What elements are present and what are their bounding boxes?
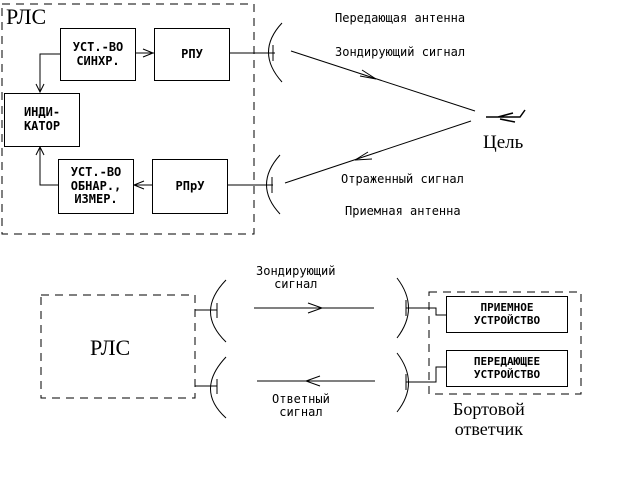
tx-antenna-label: Передающая антенна [335, 11, 466, 25]
arrow-head [359, 69, 377, 80]
tx-antenna-dish [268, 22, 283, 83]
detector-block: УСТ.-ВО ОБНАР., ИЗМЕР. [58, 159, 134, 214]
rx-antenna-dish-bottom [210, 356, 227, 419]
radar-boundary-bottom [40, 294, 196, 399]
radar-boundary-top [1, 3, 255, 235]
detector-to-indicator-line [39, 147, 60, 186]
rx-antenna-label: Приемная антенна [345, 204, 461, 218]
sync-block: УСТ.-ВО СИНХР. [60, 28, 136, 81]
tx-antenna-dish-bottom [210, 279, 227, 343]
transponder-boundary [428, 291, 582, 395]
receiver-block: РПрУ [152, 159, 228, 214]
arrow-head [354, 151, 373, 161]
arrow-head [35, 83, 45, 94]
sync-to-indicator-line [39, 53, 60, 92]
arrow-head [307, 302, 324, 314]
target-aircraft-icon [486, 109, 526, 123]
radar-label-top: РЛС [6, 4, 47, 29]
reflected-signal-line [284, 120, 472, 184]
probe-signal-label-bottom: Зондирующий сигнал [256, 264, 336, 292]
transponder-receiver-block: ПРИЕМНОЕ УСТРОЙСТВО [446, 296, 568, 333]
target-label: Цель [483, 132, 524, 153]
reflected-signal-label: Отраженный сигнал [341, 172, 464, 186]
rx-antenna-dish [266, 154, 281, 215]
radar-label-bottom: РЛС [90, 335, 131, 360]
arrow-head [142, 48, 155, 58]
transponder-transmitter-block: ПЕРЕДАЮЩЕЕ УСТРОЙСТВО [446, 350, 568, 387]
transponder-tx-antenna [396, 352, 409, 413]
indicator-block: ИНДИ- КАТОР [4, 93, 80, 147]
arrow-head [132, 180, 145, 190]
probe-signal-label: Зондирующий сигнал [335, 45, 466, 59]
arrow-head [304, 375, 321, 387]
reply-signal-label-bottom: Ответный сигнал [272, 392, 330, 420]
probe-signal-line [290, 50, 476, 112]
arrow-head [35, 145, 45, 156]
transponder-label: Бортовой ответчик [453, 399, 525, 439]
transmitter-block: РПУ [154, 28, 230, 81]
